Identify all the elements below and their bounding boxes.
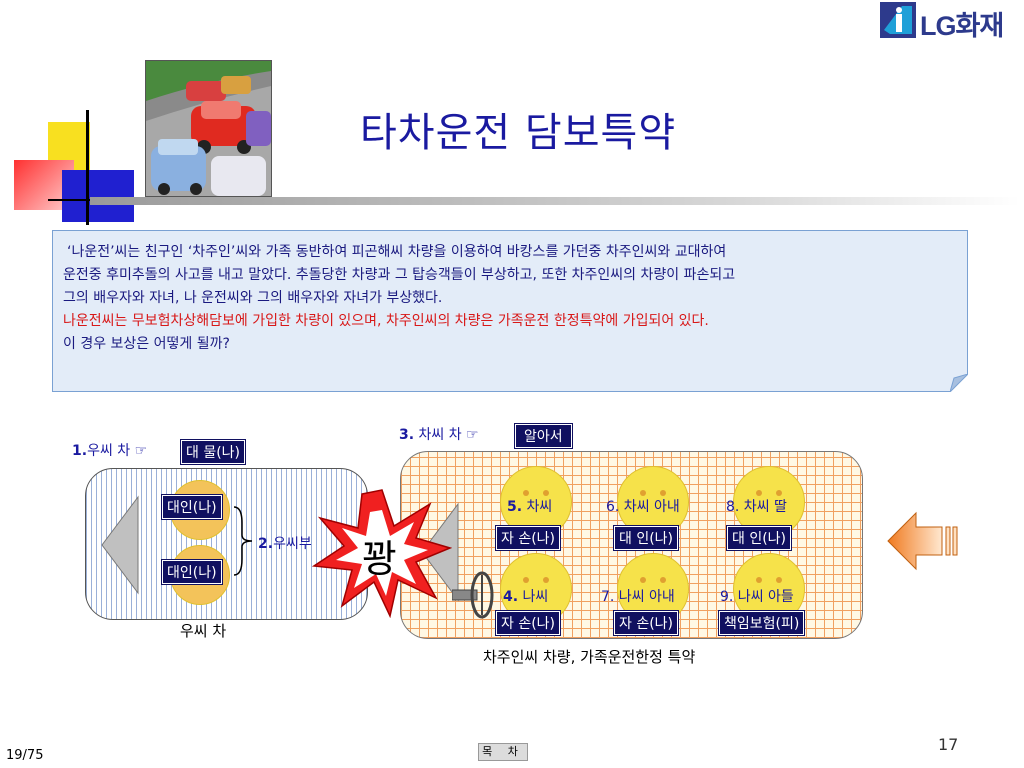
- eye: [660, 577, 666, 583]
- left-passenger-badge-1: 대인(나): [161, 494, 223, 520]
- company-logo: LG화재: [880, 2, 1020, 42]
- eye: [543, 577, 549, 583]
- item3-badge: 알아서: [514, 423, 573, 449]
- item3-label: 3. 차씨 차 ☞: [399, 427, 479, 443]
- page-title: 타차운전 담보특약: [360, 110, 677, 156]
- item7-label: 7. 나씨 아내: [601, 589, 675, 605]
- item2-label: 2.우씨부: [258, 536, 312, 552]
- slide-counter: 19/75: [6, 748, 44, 763]
- right-car-label: 차주인씨 차량, 가족운전한정 특약: [483, 648, 696, 666]
- scenario-line-2: 운전중 후미추돌의 사고를 내고 말았다. 추돌당한 차량과 그 탑승객들이 부…: [63, 267, 736, 283]
- traffic-jam-clipart: [145, 60, 272, 197]
- item6-badge: 대 인(나): [612, 525, 680, 551]
- crash-burst-icon: [312, 489, 452, 618]
- item6-label: 6. 차씨 아내: [606, 499, 680, 515]
- eye: [660, 490, 666, 496]
- eye: [640, 577, 646, 583]
- item5-label: 5. 차씨: [507, 499, 553, 515]
- item4-badge: 자 손(나): [494, 610, 562, 636]
- lg-logo-icon: [880, 2, 916, 38]
- scenario-line-4: 나운전씨는 무보험차상해담보에 가입한 차량이 있으며, 차주인씨의 차량은 가…: [63, 313, 709, 329]
- incoming-arrow-icon: [887, 511, 958, 571]
- decor-blue-square: [62, 170, 134, 222]
- eye: [776, 577, 782, 583]
- brace-icon: [233, 506, 253, 576]
- page-number: 17: [938, 735, 959, 754]
- toc-button[interactable]: 목 차: [478, 743, 528, 761]
- left-car-arrow-icon: [101, 495, 139, 595]
- item4-label: 4. 나씨: [503, 589, 549, 605]
- eye: [523, 577, 529, 583]
- eye: [756, 577, 762, 583]
- item7-badge: 자 손(나): [612, 610, 680, 636]
- scenario-line-3: 그의 배우자와 자녀, 나 운전씨와 그의 배우자와 자녀가 부상했다.: [63, 290, 443, 306]
- eye: [543, 490, 549, 496]
- page-fold-icon: [950, 374, 968, 392]
- eye: [640, 490, 646, 496]
- crash-text: 꽝: [362, 537, 397, 581]
- traffic-cars-icon: [146, 61, 271, 196]
- scenario-note: ‘나운전’씨는 친구인 ‘차주인’씨와 가족 동반하여 피곤해씨 차량을 이용하…: [52, 230, 968, 392]
- logo-text: LG화재: [920, 11, 1004, 41]
- title-divider: [90, 197, 1020, 205]
- left-car-box: [85, 468, 368, 620]
- item8-badge: 대 인(나): [725, 525, 793, 551]
- item5-badge: 자 손(나): [494, 525, 562, 551]
- decor-vertical-line: [86, 110, 89, 225]
- left-car-label: 우씨 차: [180, 622, 227, 640]
- item1-label: 1.우씨 차 ☞: [72, 443, 148, 459]
- scenario-line-1: ‘나운전’씨는 친구인 ‘차주인’씨와 가족 동반하여 피곤해씨 차량을 이용하…: [67, 244, 727, 260]
- item1-badge: 대 물(나): [179, 439, 247, 465]
- eye: [523, 490, 529, 496]
- eye: [776, 490, 782, 496]
- item9-label: 9. 나씨 아들: [720, 589, 794, 605]
- left-passenger-badge-2: 대인(나): [161, 559, 223, 585]
- scenario-text: ‘나운전’씨는 친구인 ‘차주인’씨와 가족 동반하여 피곤해씨 차량을 이용하…: [63, 241, 958, 356]
- item9-badge: 책임보험(피): [717, 610, 806, 636]
- scenario-line-5: 이 경우 보상은 어떻게 될까?: [63, 336, 230, 352]
- eye: [756, 490, 762, 496]
- item8-label: 8. 차씨 딸: [726, 499, 787, 515]
- steering-wheel-icon: [452, 571, 494, 619]
